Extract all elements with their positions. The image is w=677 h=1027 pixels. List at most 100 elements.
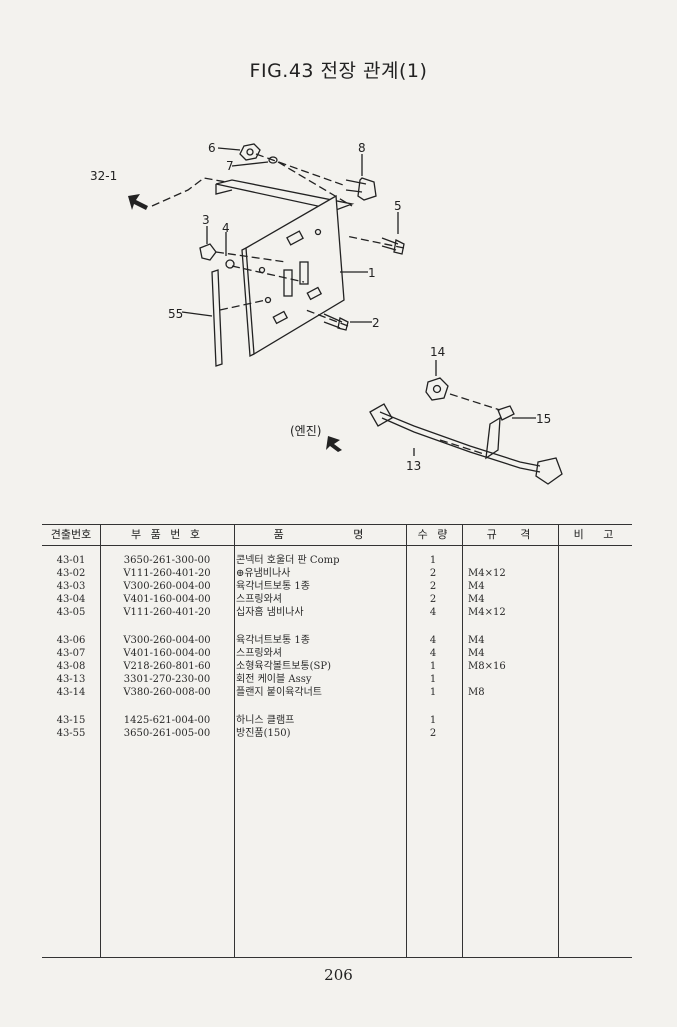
nut-3 [199, 243, 217, 261]
callout-7: 7 [226, 159, 234, 173]
cell-part-number: V380-260-008-00 [123, 687, 211, 698]
callout-4: 4 [222, 221, 230, 235]
cell-ref: 43-06 [56, 635, 86, 646]
callout-2: 2 [372, 316, 380, 330]
cell-part-name: 스프링와셔 [236, 648, 282, 659]
cell-part-number: V111-260-401-20 [123, 607, 211, 618]
header-name: 품 명 [273, 528, 367, 541]
cell-ref: 43-05 [56, 607, 86, 618]
cell-part-number: V111-260-401-20 [123, 568, 211, 579]
cell-spec: M8 [468, 687, 485, 698]
cell-part-name: 콘넥터 호울더 판 Comp [236, 555, 340, 566]
cell-spec: M4×12 [468, 607, 506, 618]
callout-5: 5 [394, 199, 402, 213]
cell-part-name: 소형육각볼트보통(SP) [236, 661, 331, 672]
cell-quantity: 2 [429, 581, 437, 592]
cell-quantity: 4 [429, 635, 437, 646]
figure-title: FIG.43 전장 관계(1) [249, 60, 428, 82]
arrow-ref-32-1 [128, 194, 148, 210]
cell-ref: 43-04 [56, 594, 86, 605]
cell-spec: M4 [468, 635, 485, 646]
nut-14 [425, 377, 449, 401]
cell-ref: 43-07 [56, 648, 86, 659]
cell-part-number: 1425-621-004-00 [123, 715, 211, 726]
callout-14: 14 [430, 345, 445, 359]
cell-spec: M4 [468, 594, 485, 605]
cell-ref: 43-01 [56, 555, 86, 566]
cell-part-number: 3301-270-230-00 [123, 674, 211, 685]
arrow-engine [326, 436, 342, 452]
table-row: 43-55 3650-261-005-00 방진품(150) 2 [42, 728, 632, 740]
callout-6: 6 [208, 141, 216, 155]
cell-ref: 43-08 [56, 661, 86, 672]
table-row: 43-06 V300-260-004-00 육각너트보통 1종 4 M4 [42, 635, 632, 647]
callout-1: 1 [368, 266, 376, 280]
cell-quantity: 4 [429, 648, 437, 659]
cell-part-name: 육각너트보통 1종 [236, 581, 310, 592]
callout-55: 55 [168, 307, 183, 321]
table-header: 견출번호 부 품 번 호 품 명 수 량 규 격 비 고 [42, 525, 632, 546]
cell-part-number: V300-260-004-00 [123, 635, 211, 646]
cell-quantity: 2 [429, 568, 437, 579]
cell-quantity: 1 [429, 555, 437, 566]
cell-ref: 43-15 [56, 715, 86, 726]
cell-part-number: 3650-261-300-00 [123, 555, 211, 566]
cell-spec: M4×12 [468, 568, 506, 579]
parts-table: 견출번호 부 품 번 호 품 명 수 량 규 격 비 고 43-01 3650-2… [42, 524, 632, 958]
cell-ref: 43-13 [56, 674, 86, 685]
cell-part-name: 육각너트보통 1종 [236, 635, 310, 646]
cell-spec: M8×16 [468, 661, 506, 672]
rotary-cable [379, 411, 541, 467]
cell-part-name: 방진품(150) [236, 728, 291, 739]
header-ref: 견출번호 [50, 528, 92, 541]
cell-quantity: 4 [429, 607, 437, 618]
engine-label: (엔진) [290, 424, 321, 438]
ref-label-32-1: 32-1 [90, 169, 117, 183]
callout-13: 13 [406, 459, 421, 473]
bracket-top-plate [215, 179, 355, 211]
cell-part-number: V218-260-801-60 [123, 661, 211, 672]
cell-part-number: V401-160-004-00 [123, 648, 211, 659]
cell-part-name: 스프링와셔 [236, 594, 282, 605]
callout-3: 3 [202, 213, 210, 227]
table-row: 43-03 V300-260-004-00 육각너트보통 1종 2 M4 [42, 581, 632, 593]
table-row: 43-08 V218-260-801-60 소형육각볼트보통(SP) 1 M8×16 [42, 661, 632, 673]
header-note: 비 고 [573, 528, 617, 541]
cell-part-name: 십자홈 냄비나사 [236, 607, 304, 618]
cell-spec: M4 [468, 648, 485, 659]
cell-quantity: 2 [429, 594, 437, 605]
cell-part-name: 플랜지 붙이육각너트 [236, 687, 322, 698]
nut-6 [239, 143, 261, 161]
table-row: 43-07 V401-160-004-00 스프링와셔 4 M4 [42, 648, 632, 660]
cell-quantity: 1 [429, 715, 437, 726]
parts-diagram: 32-1 6 7 8 5 3 4 1 2 55 14 15 13 (엔진) [90, 141, 563, 485]
cell-part-number: 3650-261-005-00 [123, 728, 211, 739]
header-part: 부 품 번 호 [131, 528, 203, 541]
cell-part-number: V300-260-004-00 [123, 581, 211, 592]
cell-ref: 43-03 [56, 581, 86, 592]
cell-spec: M4 [468, 581, 485, 592]
page-number: 206 [324, 966, 353, 984]
cell-quantity: 1 [429, 674, 437, 685]
bolt-8 [345, 179, 367, 193]
cell-ref: 43-14 [56, 687, 86, 698]
cell-quantity: 2 [429, 728, 437, 739]
cell-quantity: 1 [429, 661, 437, 672]
header-spec: 규 격 [486, 528, 534, 541]
connector-holder-plate [245, 194, 345, 356]
cell-part-name: ⊕유냄비나사 [236, 568, 291, 579]
cell-quantity: 1 [429, 687, 437, 698]
cell-ref: 43-55 [56, 728, 86, 739]
harness-clamp [485, 405, 515, 460]
table-row: 43-14 V380-260-008-00 플랜지 붙이육각너트 1 M8 [42, 687, 632, 699]
header-qty: 수 량 [417, 528, 451, 541]
table-row: 43-05 V111-260-401-20 십자홈 냄비나사 4 M4×12 [42, 607, 632, 619]
table-row: 43-13 3301-270-230-00 회전 케이블 Assy 1 [42, 674, 632, 686]
table-row: 43-01 3650-261-300-00 콘넥터 호울더 판 Comp 1 [42, 555, 632, 567]
callout-8: 8 [358, 141, 366, 155]
cell-part-name: 회전 케이블 Assy [236, 674, 312, 685]
anti-vibration-rod [211, 269, 223, 367]
